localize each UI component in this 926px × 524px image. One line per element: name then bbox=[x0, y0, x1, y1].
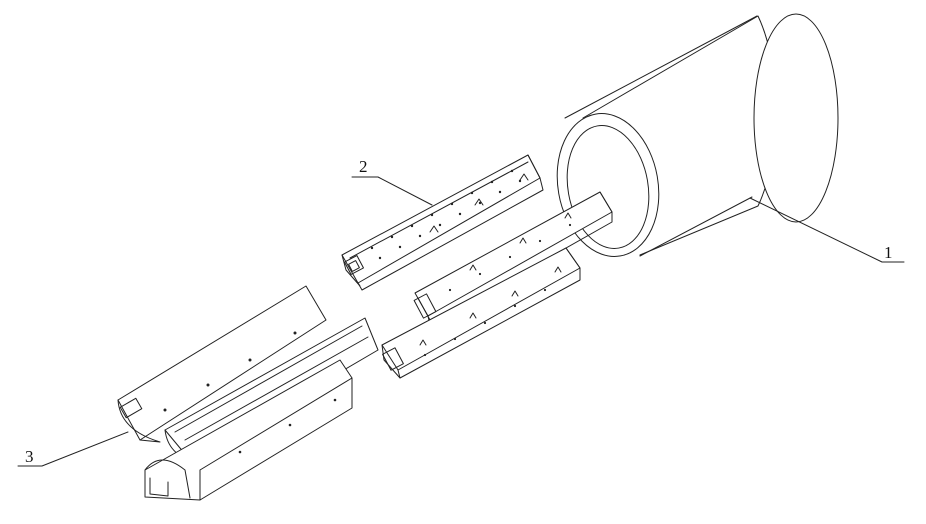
callout-label-2: 2 bbox=[359, 157, 368, 176]
upper-bar-holes bbox=[370, 169, 522, 260]
inner-shaft bbox=[413, 191, 613, 326]
leader-line-2 bbox=[351, 176, 433, 206]
saddle-base bbox=[117, 285, 379, 501]
callout-label-1: 1 bbox=[884, 243, 893, 262]
upper-bar bbox=[341, 154, 544, 291]
lower-bar bbox=[381, 247, 581, 379]
leader-lines bbox=[17, 176, 905, 467]
leader-line-1 bbox=[749, 197, 905, 263]
cylinder-tube bbox=[556, 13, 839, 257]
callout-label-3: 3 bbox=[25, 447, 34, 466]
leader-line-3 bbox=[17, 431, 129, 467]
